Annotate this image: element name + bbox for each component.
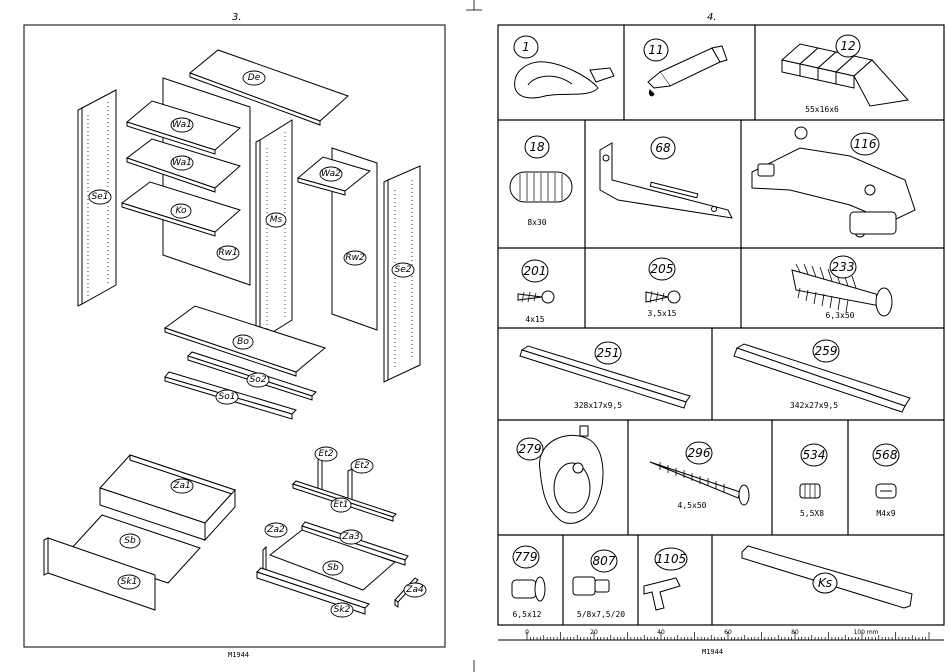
- part-label-rw1: Rw1: [218, 248, 237, 258]
- hardware-number-ks: Ks: [818, 576, 832, 590]
- part-label-bo: Bo: [237, 337, 249, 347]
- hardware-number-279: 279: [519, 442, 542, 456]
- part-label-wa1-top: Wa1: [172, 120, 192, 130]
- part-label-et2-left: Et2: [319, 449, 334, 459]
- hardware-grid: [498, 25, 944, 625]
- hardware-number-233: 233: [832, 260, 855, 274]
- part-label-et1: Et1: [334, 500, 349, 510]
- dim-18: 8x30: [527, 218, 546, 227]
- hardware-number-296: 296: [688, 446, 711, 460]
- dim-201: 4x15: [525, 315, 544, 324]
- part-label-rw2: Rw2: [345, 253, 365, 263]
- part-label-sb-right: Sb: [327, 563, 339, 573]
- crop-marks: [466, 0, 482, 672]
- hardware-number-1105: 1105: [656, 552, 687, 566]
- part-label-ko: Ko: [175, 206, 187, 216]
- ruler-label-80: 80: [791, 629, 799, 636]
- hardware-number-779: 779: [515, 550, 538, 564]
- right-footer-code: M1944: [702, 648, 723, 656]
- dim-568: M4x9: [876, 509, 895, 518]
- part-label-sk1: Sk1: [121, 577, 138, 587]
- hardware-number-12: 12: [840, 39, 855, 53]
- part-label-za1: Za1: [172, 481, 190, 491]
- part-label-se2: Se2: [395, 265, 412, 275]
- hardware-number-251: 251: [597, 346, 620, 360]
- hardware-number-807: 807: [593, 554, 616, 568]
- part-label-wa1-bottom: Wa1: [172, 158, 192, 168]
- mm-ruler: 0 20 40 60 80 100 mm: [498, 629, 944, 640]
- part-label-so2: So2: [250, 375, 267, 385]
- ruler-label-20: 20: [590, 629, 598, 636]
- hardware-number-11: 11: [648, 43, 663, 57]
- part-label-se1: Se1: [92, 192, 109, 202]
- ruler-label-60: 60: [724, 629, 732, 636]
- hardware-number-201: 201: [524, 264, 547, 278]
- dim-259: 342x27x9,5: [790, 401, 838, 410]
- hardware-number-259: 259: [815, 344, 838, 358]
- hardware-number-1: 1: [522, 40, 530, 54]
- dim-296: 4,5x50: [678, 501, 707, 510]
- part-label-wa2: Wa2: [321, 169, 341, 179]
- part-label-sk2: Sk2: [334, 605, 351, 615]
- part-label-de: De: [248, 73, 261, 83]
- dim-807: 5/8x7,5/20: [577, 610, 625, 619]
- hardware-number-205: 205: [651, 262, 674, 276]
- dim-12: 55x16x6: [805, 105, 839, 114]
- part-label-za3: Za3: [341, 532, 360, 542]
- part-label-so1: So1: [219, 392, 236, 402]
- dim-205: 3,5x15: [648, 309, 677, 318]
- part-label-za4: Za4: [405, 585, 424, 595]
- ruler-label-0: 0: [525, 629, 529, 636]
- hardware-number-18: 18: [529, 140, 545, 154]
- hardware-number-568: 568: [875, 448, 898, 462]
- dim-233: 6,3x50: [826, 311, 855, 320]
- dim-779: 6,5x12: [513, 610, 542, 619]
- hardware-number-116: 116: [854, 137, 877, 151]
- dim-534: 5,5X8: [800, 509, 824, 518]
- hardware-number-68: 68: [655, 141, 671, 155]
- ruler-label-100: 100 mm: [853, 629, 878, 636]
- part-label-za2: Za2: [266, 525, 285, 535]
- ruler-label-40: 40: [657, 629, 665, 636]
- dim-251: 328x17x9,5: [574, 401, 622, 410]
- part-label-ms: Ms: [270, 215, 283, 225]
- part-label-sb-left: Sb: [124, 536, 136, 546]
- hardware-number-534: 534: [803, 448, 826, 462]
- part-label-et2-right: Et2: [355, 461, 370, 471]
